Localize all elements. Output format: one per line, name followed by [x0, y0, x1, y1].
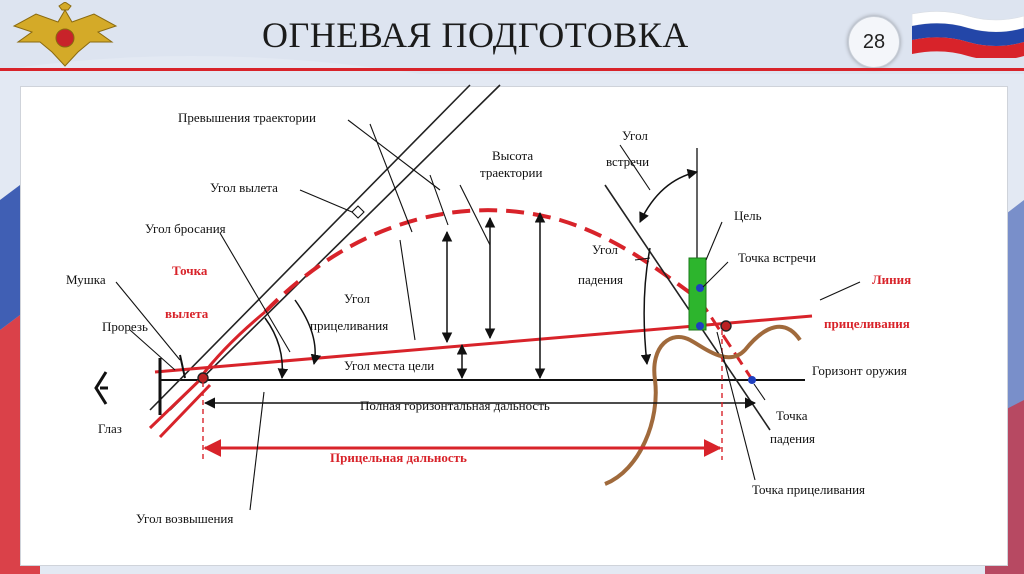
header-divider — [0, 68, 1024, 71]
departure-point — [197, 372, 209, 384]
target-block — [688, 257, 707, 331]
label-target-elevation-angle: Угол места цели — [344, 358, 434, 373]
label-weapon-horizon: Горизонт оружия — [812, 363, 907, 378]
elevation-angle-arc — [264, 317, 289, 380]
label-fall-angle-2: падения — [578, 272, 623, 287]
slide-header: ОГНЕВАЯ ПОДГОТОВКА 28 — [0, 0, 1024, 74]
label-aiming-point: Точка прицеливания — [752, 482, 865, 497]
label-departure-point-1: Точка — [172, 263, 208, 278]
label-fall-angle-1: Угол — [592, 242, 618, 257]
terrain-curve — [604, 324, 802, 486]
label-aimed-range: Прицельная дальность — [330, 450, 467, 465]
meeting-angle-arc — [639, 168, 699, 223]
label-throwing-angle: Угол бросания — [145, 221, 226, 236]
eagle-emblem-icon — [12, 2, 118, 67]
label-rear-sight: Прорезь — [102, 319, 148, 334]
label-eye: Глаз — [98, 421, 122, 436]
front-sight-post — [179, 354, 186, 379]
aiming-angle-arc — [294, 299, 322, 366]
label-trajectory-excess: Превышения траектории — [178, 110, 316, 125]
label-line-of-sight-1: Линия — [872, 272, 911, 287]
page-number-badge: 28 — [848, 16, 900, 68]
eye-icon — [94, 371, 108, 405]
impact-point — [748, 376, 756, 384]
meeting-point — [696, 284, 704, 292]
trajectory-dashed — [263, 208, 702, 314]
falling-tangent-line — [604, 184, 771, 431]
label-aiming-angle-1: Угол — [344, 291, 370, 306]
barrel-red-1 — [148, 373, 207, 430]
label-line-of-sight-2: прицеливания — [824, 316, 910, 331]
aiming-point — [720, 320, 732, 332]
label-trajectory-height-1: Высота — [492, 148, 533, 163]
label-departure-angle: Угол вылета — [210, 180, 278, 195]
label-full-range: Полная горизонтальная дальность — [360, 398, 550, 413]
label-target: Цель — [734, 208, 762, 223]
label-front-sight: Мушка — [66, 272, 106, 287]
diagram-panel — [20, 86, 1008, 566]
label-aiming-angle-2: прицеливания — [310, 318, 388, 333]
label-meeting-angle-2: встречи — [606, 154, 649, 169]
page-title: ОГНЕВАЯ ПОДГОТОВКА — [262, 15, 689, 55]
label-departure-point-2: вылета — [165, 306, 209, 321]
label-impact-point-2: падения — [770, 431, 815, 446]
label-trajectory-height-2: траектории — [480, 165, 542, 180]
russian-flag-icon — [912, 11, 1024, 58]
label-impact-point-1: Точка — [776, 408, 808, 423]
leader-lines — [115, 119, 861, 511]
barrel-red-2 — [158, 383, 212, 439]
fall-angle-arc — [640, 247, 652, 366]
line-of-sight — [154, 314, 813, 374]
throwing-line — [169, 84, 501, 411]
label-meeting-angle-1: Угол — [622, 128, 648, 143]
bore-axis-line — [149, 84, 471, 411]
trajectory-solid-start — [198, 310, 266, 379]
label-meeting-point: Точка встречи — [738, 250, 816, 265]
trajectory-descent — [698, 299, 757, 385]
label-elevation-angle: Угол возвышения — [136, 511, 233, 526]
target-base-point — [696, 322, 704, 330]
